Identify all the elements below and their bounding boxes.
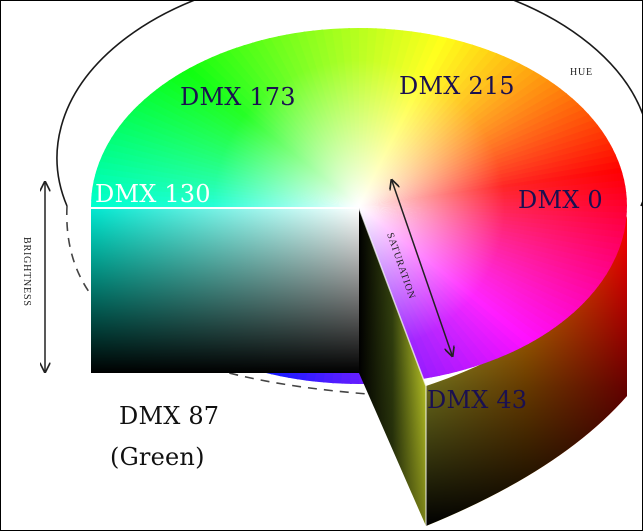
dmx-173-label: DMX 173 xyxy=(180,83,296,111)
dmx-215-label: DMX 215 xyxy=(399,72,515,100)
cylinder-side-wall xyxy=(426,216,627,526)
hue-ring xyxy=(56,1,642,207)
dmx-43-label: DMX 43 xyxy=(427,386,528,414)
brightness-label: BRIGHTNESS xyxy=(21,237,32,307)
hue-label: HUE xyxy=(570,67,593,78)
dmx-87-label: DMX 87 xyxy=(119,402,220,430)
dmx-0-label: DMX 0 xyxy=(518,186,603,214)
green-label: (Green) xyxy=(110,443,205,471)
cut-face-left xyxy=(91,207,359,373)
saturation-arrow xyxy=(392,181,452,355)
dmx-130-label: DMX 130 xyxy=(95,180,211,208)
